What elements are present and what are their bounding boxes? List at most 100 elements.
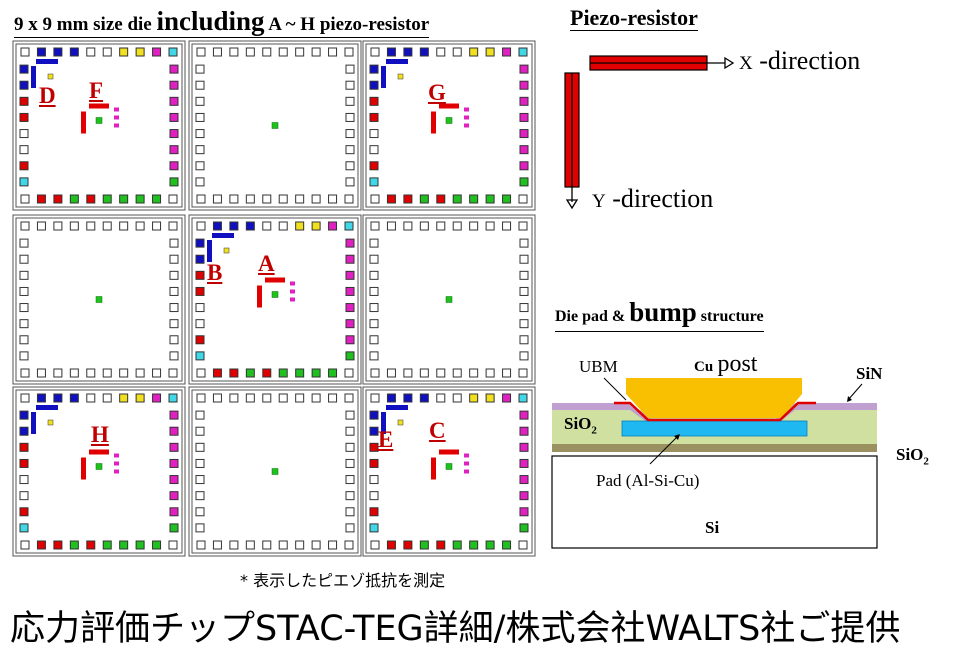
magenta-marker — [114, 469, 119, 474]
die-pad-bottom — [328, 368, 338, 378]
die-inner-outline — [191, 389, 359, 554]
die-pad-left — [195, 335, 205, 345]
die-pad-left — [195, 112, 205, 122]
die-pad-top — [36, 47, 46, 57]
die-letter-f: F — [89, 78, 104, 103]
die-pad-left — [369, 442, 379, 452]
die-pad-left — [19, 80, 29, 90]
die-pad-left — [19, 270, 29, 280]
die-pad-left — [19, 507, 29, 517]
die-pad-left — [19, 112, 29, 122]
die-pad-bottom — [196, 540, 206, 550]
die-letter-g: G — [428, 80, 446, 105]
die-pad-left — [369, 129, 379, 139]
die-pad-right — [345, 254, 355, 264]
die-pad-left — [195, 177, 205, 187]
sio2-inner-label: SiO2 — [564, 414, 597, 437]
die-pad-top — [518, 221, 528, 231]
die-pad-bottom — [386, 368, 396, 378]
die-pad-top — [86, 221, 96, 231]
die-pad-bottom — [152, 194, 162, 204]
die-pad-right — [345, 523, 355, 533]
die-pad-top — [152, 221, 162, 231]
blue-resistor-x — [386, 59, 408, 64]
die-pad-left — [369, 319, 379, 329]
die-pad-right — [519, 410, 529, 420]
die-pad-bottom — [20, 540, 30, 550]
die-pad-bottom — [518, 540, 528, 550]
die-pad-top — [295, 47, 305, 57]
yellow-marker — [223, 247, 230, 254]
die-pad-top — [86, 47, 96, 57]
die-pad-bottom — [86, 540, 96, 550]
die-pad-top — [229, 221, 239, 231]
die-pad-top — [20, 393, 30, 403]
die-pad-right — [519, 145, 529, 155]
die-pad-left — [369, 335, 379, 345]
die-pad-left — [195, 270, 205, 280]
die-pad-left — [369, 80, 379, 90]
die-pad-bottom — [419, 540, 429, 550]
die-pad-left — [195, 238, 205, 248]
sin-pointer — [847, 383, 863, 401]
die-pad-right — [519, 475, 529, 485]
die-pad-left — [195, 491, 205, 501]
ubm-line — [614, 401, 816, 422]
die-pad-bottom — [328, 540, 338, 550]
die-inner-outline — [365, 389, 533, 554]
die-pad-top — [168, 47, 178, 57]
die-pad-top — [403, 393, 413, 403]
y-arrow-head — [565, 199, 579, 210]
die-pad-left — [19, 286, 29, 296]
die-pad-top — [69, 47, 79, 57]
die-pad-top — [295, 393, 305, 403]
die-pad-left — [19, 442, 29, 452]
die-outline — [362, 386, 536, 557]
die-pad-top — [452, 221, 462, 231]
die-pad-top — [119, 47, 129, 57]
red-resistor-y — [81, 111, 86, 134]
die-pad-top — [212, 393, 222, 403]
die-pad-right — [169, 177, 179, 187]
red-resistor-x — [265, 277, 285, 283]
bump-structure-diagram — [551, 377, 880, 549]
die-pad-right — [345, 507, 355, 517]
die-pad-top — [469, 47, 479, 57]
die-pad-right — [519, 303, 529, 313]
die-pad-top — [69, 393, 79, 403]
die-pad-left — [195, 80, 205, 90]
die-inner-outline — [191, 43, 359, 208]
die-pad-left — [369, 523, 379, 533]
die-pad-bottom — [278, 368, 288, 378]
y-direction-label: Y -direction — [592, 184, 714, 213]
die-pad-left — [19, 410, 29, 420]
magenta-marker — [290, 297, 295, 302]
yellow-marker — [47, 419, 54, 426]
die-pad-left — [195, 161, 205, 171]
magenta-marker — [464, 461, 469, 466]
die-letter-d: D — [39, 83, 56, 108]
die-grid — [12, 40, 536, 557]
footer-caption: 応力評価チップSTAC-TEG詳細/株式会社WALTS社ご提供 — [10, 609, 901, 649]
die-pad-top — [36, 221, 46, 231]
die-pad-top — [119, 221, 129, 231]
blue-resistor-x — [212, 233, 234, 238]
die-pad-bottom — [36, 368, 46, 378]
die-pad-right — [169, 161, 179, 171]
red-resistor-y — [431, 111, 436, 134]
die-pad-right — [519, 96, 529, 106]
die-pad-bottom — [403, 540, 413, 550]
die-inner-outline — [15, 217, 183, 382]
blue-resistor-y — [381, 66, 386, 88]
die-outline — [362, 40, 536, 211]
die-pad-bottom — [295, 540, 305, 550]
die-pad-right — [169, 442, 179, 452]
die-pad-right — [345, 270, 355, 280]
die-pad-bottom — [168, 194, 178, 204]
die-pad-top — [278, 47, 288, 57]
die-pad-left — [369, 410, 379, 420]
die-pad-left — [195, 129, 205, 139]
die-pad-right — [345, 335, 355, 345]
die-pad-right — [345, 177, 355, 187]
die-outline — [12, 40, 186, 211]
